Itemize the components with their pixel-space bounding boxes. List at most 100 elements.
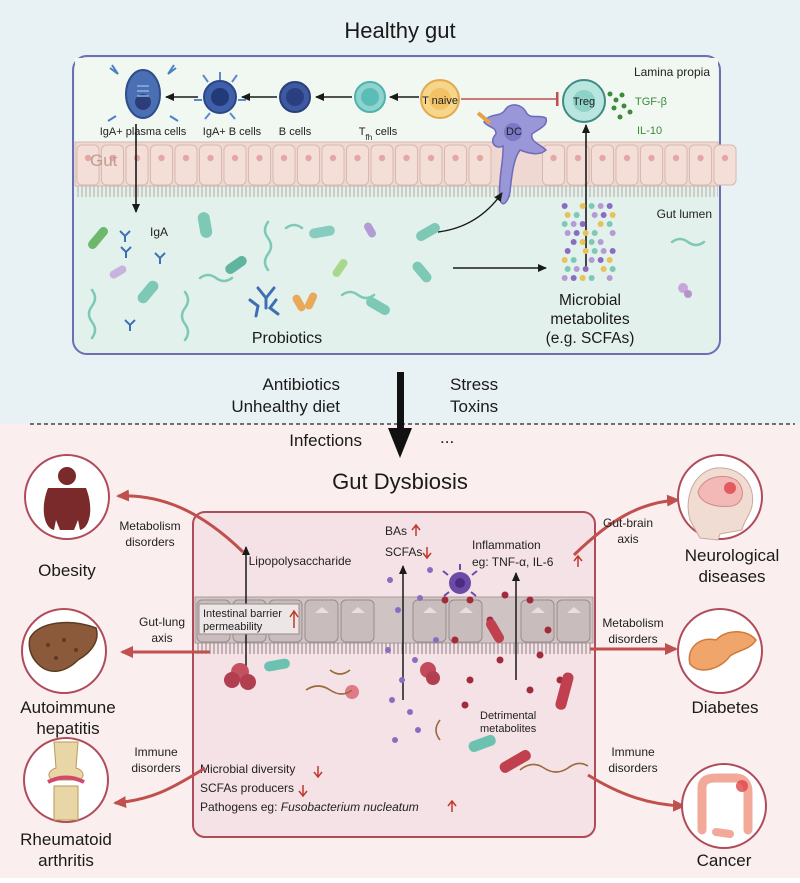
inflammation-label: Inflammation bbox=[472, 538, 541, 552]
pathogens-name: Fusobacterium nucleatum bbox=[281, 800, 419, 814]
metabolite-dot bbox=[591, 212, 598, 218]
metabolite-dot bbox=[407, 709, 413, 715]
bacterium-icon bbox=[109, 265, 127, 279]
cell-nucleus bbox=[84, 154, 92, 162]
detrimental-line-2: metabolites bbox=[480, 723, 537, 735]
cell-nucleus bbox=[109, 154, 116, 162]
metabolite-dot bbox=[564, 266, 571, 272]
scfas-label: SCFAs bbox=[385, 545, 422, 559]
producers-down-arrow bbox=[298, 785, 308, 798]
tfh-cells-label: Tfh cells bbox=[359, 126, 398, 142]
bacterium-icon bbox=[519, 762, 589, 773]
immune-cell-purple-icon bbox=[442, 564, 478, 597]
metabolite-dot bbox=[570, 275, 577, 281]
cell-nucleus bbox=[256, 154, 263, 162]
epithelial-cell bbox=[640, 144, 663, 186]
cell-nucleus bbox=[403, 154, 410, 162]
iga-plasma-cell-icon bbox=[107, 64, 179, 122]
cell-nucleus bbox=[623, 154, 631, 162]
epithelial-cell bbox=[321, 144, 345, 186]
epithelial-cell bbox=[199, 144, 222, 186]
colon-icon bbox=[681, 763, 767, 849]
metabolite-dot bbox=[570, 221, 577, 227]
pathogens-prefix: Pathogens eg: bbox=[200, 800, 281, 814]
barrier-up-arrow bbox=[289, 609, 299, 628]
epithelial-cell bbox=[101, 144, 124, 186]
epithelial-cell bbox=[297, 144, 320, 186]
epithelial-cell bbox=[174, 144, 198, 186]
detrimental-metabolite-dot bbox=[501, 591, 509, 599]
cell-nucleus bbox=[305, 154, 312, 162]
epithelial-cell bbox=[556, 599, 591, 643]
cell-nucleus bbox=[231, 154, 239, 162]
cell-nucleus bbox=[567, 607, 581, 613]
metabolite-dot bbox=[573, 212, 580, 218]
bacterium-icon bbox=[284, 223, 304, 230]
epithelial-cell bbox=[689, 144, 712, 186]
metabolite-dot bbox=[582, 248, 589, 254]
epithelial-cell bbox=[520, 599, 555, 643]
detrimental-metabolite-dot bbox=[466, 676, 474, 684]
metabolite-dot bbox=[588, 257, 595, 263]
iga-label: IgA bbox=[150, 225, 168, 239]
cell-nucleus bbox=[672, 154, 680, 162]
arthritis-label-1: Rheumatoid bbox=[20, 830, 112, 849]
epithelial-cell bbox=[664, 144, 688, 186]
metabolite-dot bbox=[600, 212, 607, 218]
metabolite-dot bbox=[600, 248, 607, 254]
cell-nucleus bbox=[648, 154, 655, 162]
bacterium-icon bbox=[468, 734, 496, 753]
arthritis-label-2: arthritis bbox=[38, 851, 94, 870]
cytokine-dots bbox=[607, 91, 633, 120]
dc-label: DC bbox=[506, 126, 522, 138]
cell-nucleus bbox=[452, 154, 459, 162]
metabolite-dot bbox=[385, 647, 391, 653]
gut-lumen-label: Gut lumen bbox=[657, 207, 712, 221]
hepatitis-label-1: Autoimmune bbox=[20, 698, 115, 717]
epithelial-cell bbox=[419, 144, 443, 186]
obesity-link-line-1: Metabolism bbox=[119, 519, 180, 533]
healthy-title: Healthy gut bbox=[344, 18, 455, 43]
metabolite-dot bbox=[564, 230, 571, 236]
epithelial-cell bbox=[468, 144, 492, 186]
dendritic-cell-icon bbox=[476, 104, 548, 205]
dysbiosis-title: Gut Dysbiosis bbox=[332, 469, 468, 494]
bacterium-icon bbox=[225, 255, 247, 275]
metabolite-dot bbox=[588, 203, 595, 209]
hepatitis-label-2: hepatitis bbox=[36, 719, 99, 738]
metabolite-dot bbox=[564, 212, 571, 218]
bacterium-icon bbox=[555, 672, 574, 710]
pathogens-label: Pathogens eg: Fusobacterium nucleatum bbox=[200, 800, 419, 814]
metabolites-line-3: (e.g. SCFAs) bbox=[546, 330, 635, 347]
gut-label: Gut bbox=[90, 151, 118, 170]
cancer-link-line-1: Immune bbox=[611, 745, 655, 759]
bacterium-icon bbox=[435, 719, 441, 741]
virus-icon bbox=[345, 685, 359, 699]
cell-nucleus bbox=[329, 154, 337, 162]
bacterium-icon bbox=[486, 619, 504, 643]
particle bbox=[684, 290, 692, 298]
metabolite-dot bbox=[579, 221, 586, 227]
metabolite-dot bbox=[389, 697, 395, 703]
bacterium-icon bbox=[499, 750, 531, 773]
bacterium-icon bbox=[198, 273, 234, 283]
iga-b-cell-icon bbox=[194, 72, 246, 120]
metabolite-dot bbox=[579, 275, 586, 281]
pathogens-up-arrow bbox=[447, 799, 457, 812]
bacterium-icon bbox=[263, 220, 273, 272]
epithelial-cell bbox=[370, 144, 394, 186]
lumen-bacteria bbox=[87, 212, 706, 342]
immune-arrows bbox=[132, 92, 590, 272]
b-cells-label: B cells bbox=[279, 126, 312, 138]
scfas-down-arrow bbox=[422, 547, 432, 560]
cell-nucleus bbox=[351, 607, 365, 613]
lps-label: Lipopolysaccharide bbox=[249, 554, 352, 568]
bacterium-icon bbox=[364, 222, 376, 238]
hepatitis-link-line-1: Gut-lung bbox=[139, 615, 185, 629]
bacterium-icon bbox=[329, 669, 351, 675]
lamina-propia-label: Lamina propia bbox=[634, 65, 710, 79]
epithelial-cell bbox=[340, 599, 375, 643]
epithelial-cell bbox=[272, 144, 296, 186]
il10-label: IL-10 bbox=[637, 125, 662, 137]
bacterium-icon bbox=[137, 280, 159, 304]
